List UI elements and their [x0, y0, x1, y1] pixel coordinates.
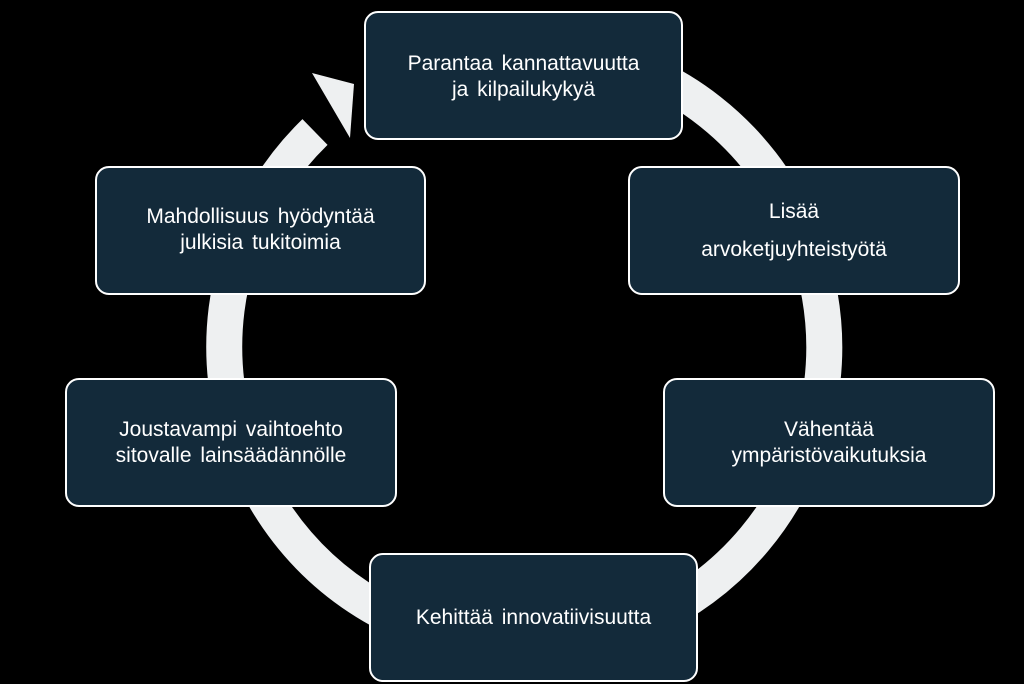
node-innovation-line-1: Kehittää innovatiivisuutta — [415, 605, 652, 629]
node-value-chain: Lisää arvoketjuyhteistyötä — [628, 166, 960, 295]
node-innovation: Kehittää innovatiivisuutta — [369, 553, 698, 682]
node-environment: Vähentää ympäristövaikutuksia — [663, 378, 995, 507]
node-profitability-line-1: Parantaa kannattavuutta — [407, 52, 640, 75]
cycle-arrow-head — [312, 73, 354, 138]
node-support: Mahdollisuus hyödyntää julkisia tukitoim… — [95, 166, 426, 295]
node-environment-line-1: Vähentää — [784, 417, 874, 441]
node-support-line-1: Mahdollisuus hyödyntää — [146, 205, 375, 228]
node-support-line-2: julkisia tukitoimia — [180, 231, 341, 254]
node-value-chain-line-2: arvoketjuyhteistyötä — [701, 237, 887, 261]
node-value-chain-line-1: Lisää — [768, 199, 820, 223]
node-profitability-line-2: ja kilpailukykyä — [451, 78, 596, 101]
node-legislation-line-2: sitovalle lainsäädännölle — [115, 443, 347, 467]
node-legislation-line-1: Joustavampi vaihtoehto — [119, 417, 343, 441]
node-profitability: Parantaa kannattavuutta ja kilpailukykyä — [364, 11, 683, 140]
node-legislation: Joustavampi vaihtoehto sitovalle lainsää… — [65, 378, 397, 507]
node-environment-line-2: ympäristövaikutuksia — [731, 443, 927, 467]
